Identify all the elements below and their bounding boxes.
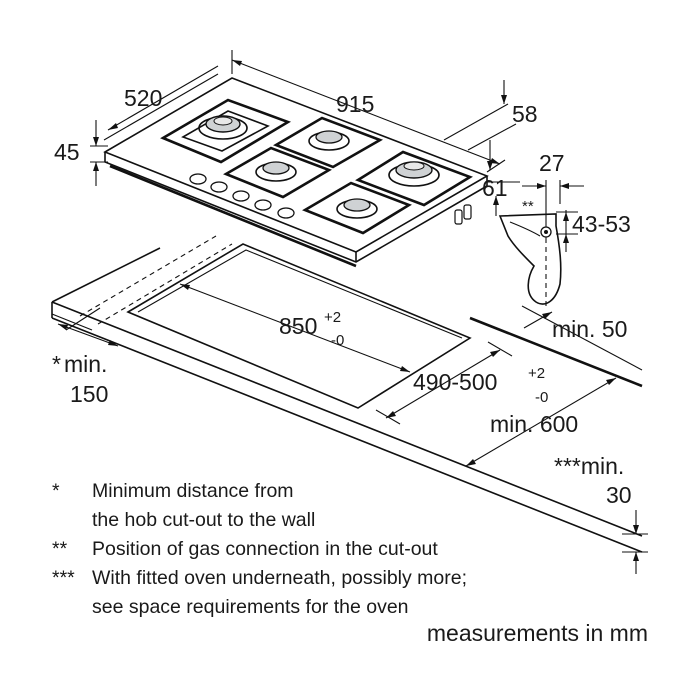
dim-850-tol-minus: -0 <box>331 332 344 349</box>
dim-min-thickness: ***min. 30 <box>554 453 648 574</box>
footnote-marker: *** <box>52 567 75 589</box>
dim-43-53-label: 43-53 <box>572 211 631 237</box>
footnote-line: the hob cut-out to the wall <box>92 509 316 531</box>
dim-side-offset: 61 <box>482 140 520 216</box>
dim-cutout-depth: 490-500 +2 -0 <box>375 341 548 425</box>
worktop-drawing <box>51 247 643 553</box>
dim-min-30-label: ***min. <box>554 453 624 479</box>
pan-support-front <box>302 181 412 235</box>
dim-min-side: * min. 150 <box>52 307 119 407</box>
dim-490-tol-minus: -0 <box>535 389 548 406</box>
gas-conn-marker: ** <box>522 198 534 215</box>
dim-hob-height: 45 <box>54 120 108 186</box>
hob-drawing <box>103 77 489 268</box>
burner-rear-right <box>308 130 350 151</box>
burner-large <box>198 115 248 140</box>
dim-cutout-width: 850 +2 -0 <box>179 283 411 373</box>
dim-rear-offset: 58 <box>443 80 538 151</box>
footnote-2: ** Position of gas connection in the cut… <box>52 535 652 564</box>
dim-min-150-marker: * <box>52 351 61 377</box>
dim-45-label: 45 <box>54 139 80 165</box>
dim-min-600-label: min. 600 <box>490 411 578 437</box>
dim-min-back: min. 50 <box>523 311 627 342</box>
burner-front <box>336 198 378 219</box>
dim-915-label: 915 <box>336 91 374 117</box>
dim-850-label: 850 <box>279 313 317 339</box>
footnote-line: With fitted oven underneath, possibly mo… <box>92 567 468 589</box>
burner-wok <box>388 161 440 187</box>
dim-min-30-value: 30 <box>606 482 632 508</box>
cutout-drawing <box>79 235 472 409</box>
pan-support-center <box>223 146 332 199</box>
dim-27-label: 27 <box>539 150 565 176</box>
burner-center <box>255 161 297 182</box>
dim-min-150-label: min. <box>64 351 107 377</box>
dim-min-worktop-depth: min. 600 <box>465 377 617 467</box>
footnote-1: * Minimum distance from the hob cut-out … <box>52 477 652 535</box>
dim-850-tol-plus: +2 <box>324 309 341 326</box>
footnote-line: Minimum distance from <box>92 480 294 502</box>
dim-hob-depth: 520 <box>103 65 219 141</box>
footnote-marker: ** <box>52 538 68 560</box>
footnote-line: see space requirements for the oven <box>92 596 409 618</box>
footnote-line: Position of gas connection in the cut-ou… <box>92 538 438 560</box>
dim-hob-width: 915 <box>231 50 506 173</box>
cutout-outline <box>126 243 472 409</box>
pan-support-wok <box>355 150 473 207</box>
dim-min-50-label: min. 50 <box>552 316 627 342</box>
footnote-3: *** With fitted oven underneath, possibl… <box>52 564 652 622</box>
units-caption: measurements in mm <box>426 620 648 646</box>
pan-support-rear-right <box>273 116 384 169</box>
footnote-marker: * <box>52 480 60 502</box>
dim-490-tol-plus: +2 <box>528 365 545 382</box>
gas-connection-detail: 27 ** 43-53 <box>498 150 631 306</box>
dim-58-label: 58 <box>512 101 538 127</box>
footnotes: * Minimum distance from the hob cut-out … <box>52 477 652 622</box>
dim-490-500-label: 490-500 <box>413 369 497 395</box>
control-knobs <box>189 173 295 219</box>
dim-61-label: 61 <box>482 175 508 201</box>
dim-520-label: 520 <box>124 85 162 111</box>
dim-min-150-value: 150 <box>70 381 108 407</box>
